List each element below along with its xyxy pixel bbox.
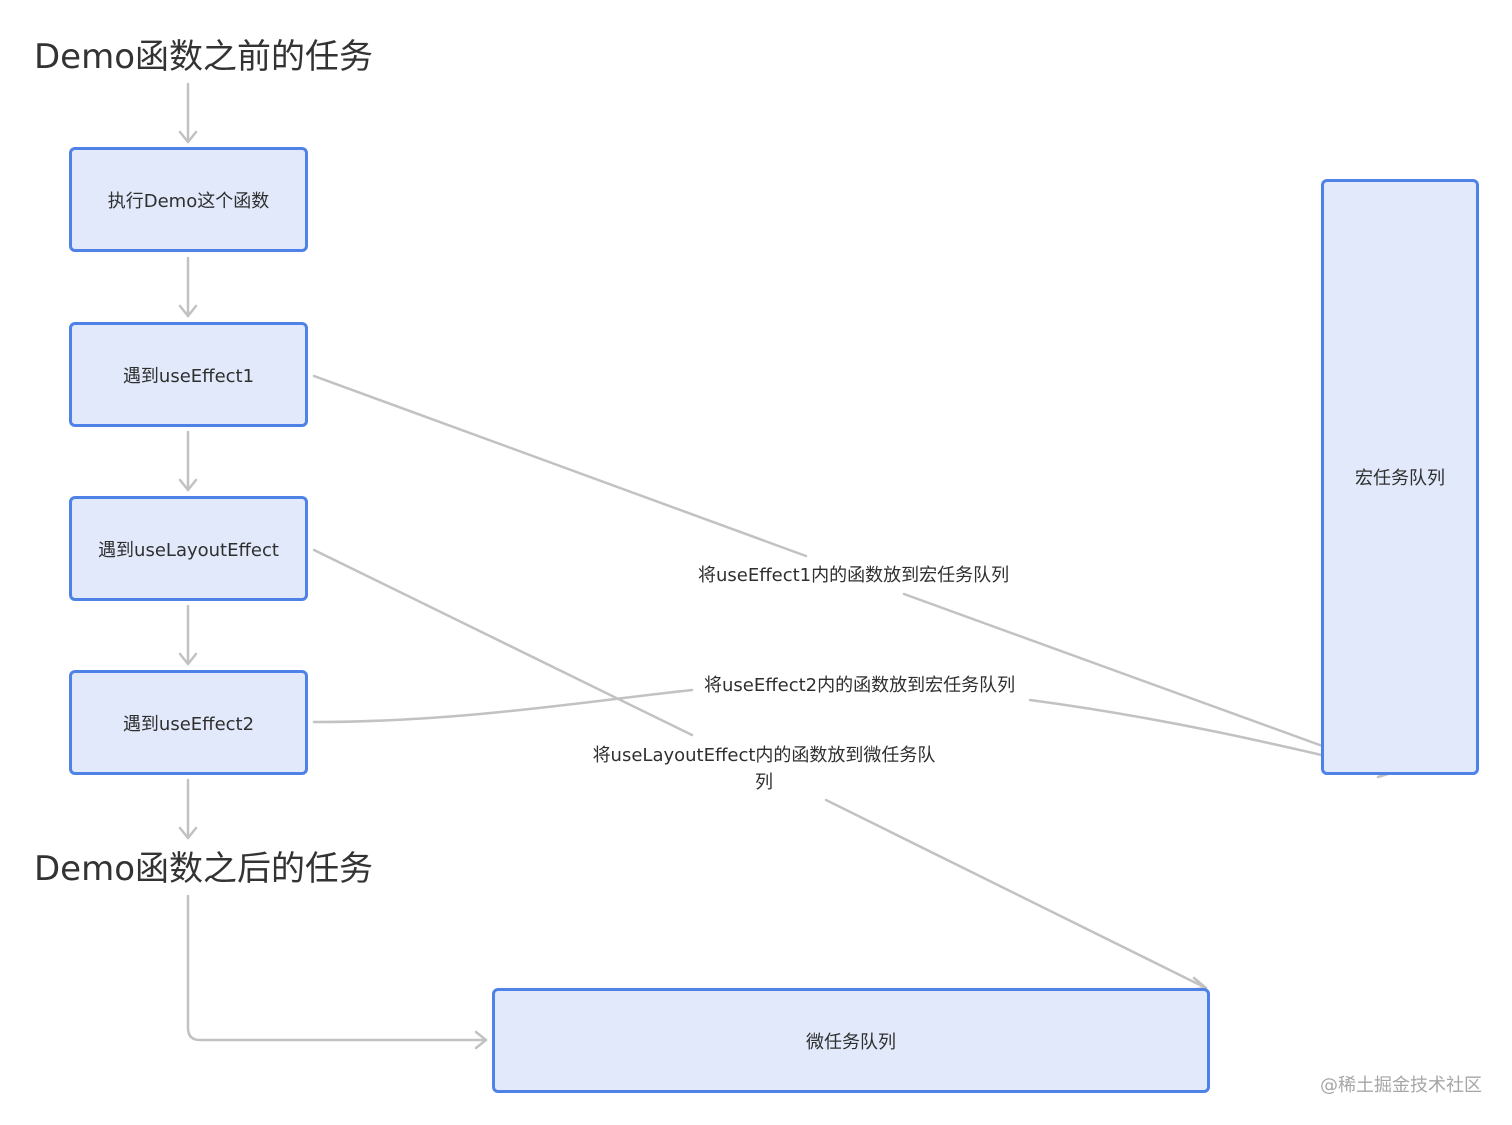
node-use-effect2-label: 遇到useEffect2 xyxy=(122,713,255,735)
node-use-effect1-label: 遇到useEffect1 xyxy=(122,365,255,387)
arrow-effect1-to-layout xyxy=(178,430,198,492)
node-use-layout-effect-label: 遇到useLayoutEffect xyxy=(98,539,279,561)
node-use-effect2: 遇到useEffect2 xyxy=(69,670,308,775)
arrow-before-to-run-demo xyxy=(178,82,198,144)
arrow-layout-to-effect2 xyxy=(178,604,198,666)
edge-label-layout-to-micro: 将useLayoutEffect内的函数放到微任务队 列 xyxy=(582,742,946,796)
node-micro-task-queue-label: 微任务队列 xyxy=(806,1031,896,1053)
node-use-effect1: 遇到useEffect1 xyxy=(69,322,308,427)
node-run-demo-label: 执行Demo这个函数 xyxy=(107,190,270,212)
arrow-effect2-to-after xyxy=(178,778,198,840)
node-run-demo: 执行Demo这个函数 xyxy=(69,147,308,252)
node-micro-task-queue: 微任务队列 xyxy=(492,988,1210,1093)
heading-after-demo: Demo函数之后的任务 xyxy=(34,849,374,889)
edge-label-effect2-to-macro: 将useEffect2内的函数放到宏任务队列 xyxy=(700,672,1020,699)
edge-label-layout-to-micro-line1: 将useLayoutEffect内的函数放到微任务队 xyxy=(592,745,936,766)
node-macro-task-queue-label: 宏任务队列 xyxy=(1355,468,1445,489)
arrow-run-demo-to-effect1 xyxy=(178,256,198,318)
edge-label-layout-to-micro-line2: 列 xyxy=(755,772,773,793)
heading-before-demo: Demo函数之前的任务 xyxy=(34,37,374,77)
arrow-after-to-micro-queue xyxy=(186,894,488,1050)
node-use-layout-effect: 遇到useLayoutEffect xyxy=(69,496,308,601)
watermark: @稀土掘金技术社区 xyxy=(1320,1075,1482,1096)
node-macro-task-queue: 宏任务队列 xyxy=(1321,179,1479,775)
edge-label-effect1-to-macro: 将useEffect1内的函数放到宏任务队列 xyxy=(694,562,1014,589)
